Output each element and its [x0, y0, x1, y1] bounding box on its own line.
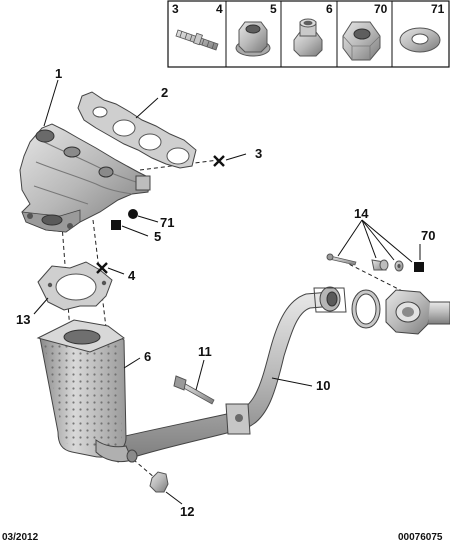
sealing-ring [351, 289, 381, 329]
flange-nut-marker [111, 220, 121, 230]
cat-gasket [37, 261, 113, 311]
clamp-hardware [326, 253, 404, 272]
bolt [173, 375, 215, 405]
rear-pipe-flange [385, 289, 450, 335]
washer-icon [399, 27, 441, 53]
hex-nut-marker [414, 262, 424, 272]
legend-code: 6 [326, 2, 333, 16]
stud-icon [175, 29, 219, 51]
hex-nut-icon [342, 21, 381, 61]
callout-3: 3 [255, 146, 262, 161]
stud-marker [213, 155, 225, 167]
callout-6: 6 [144, 349, 151, 364]
legend-code: 5 [270, 2, 277, 16]
callout-12: 12 [180, 504, 194, 519]
catalytic-converter [36, 319, 138, 463]
washer-marker [128, 209, 138, 219]
callout-71: 71 [160, 215, 174, 230]
callout-13: 13 [16, 312, 30, 327]
exhaust-manifold [19, 123, 151, 233]
collar-nut-icon [293, 18, 323, 57]
callout-leaders [33, 79, 421, 505]
callout-70: 70 [421, 228, 435, 243]
flange-nut-icon [235, 21, 271, 57]
collar-nut [149, 471, 169, 493]
footer-reference: 00076075 [398, 532, 443, 543]
callout-14: 14 [354, 206, 369, 221]
footer-date: 03/2012 [2, 532, 39, 543]
callout-4: 4 [128, 268, 136, 283]
legend-code: 70 [374, 2, 388, 16]
callout-11: 11 [198, 344, 212, 359]
fastener-legend: 3 4 5 6 70 71 [167, 0, 450, 68]
front-exhaust-pipe [107, 286, 347, 463]
callout-10: 10 [316, 378, 330, 393]
legend-code: 71 [431, 2, 445, 16]
callout-2: 2 [161, 85, 168, 100]
legend-code: 3 [172, 2, 179, 16]
stud-marker [96, 262, 108, 274]
manifold-gasket [77, 91, 197, 169]
callout-5: 5 [154, 229, 161, 244]
callout-1: 1 [55, 66, 62, 81]
legend-code: 4 [216, 2, 223, 16]
